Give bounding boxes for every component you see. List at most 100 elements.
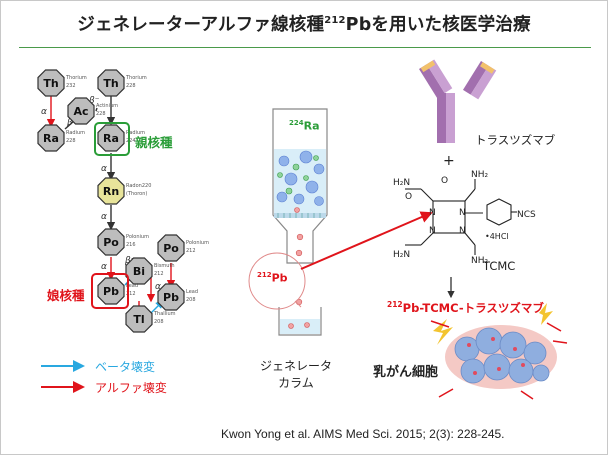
cancer-cells-illustration xyxy=(430,303,568,400)
nuclide-name: Thorium xyxy=(125,75,147,81)
pb-to-chelator-arrow xyxy=(300,211,433,270)
eluate-nuclide-symbol: Pb xyxy=(271,271,288,285)
svg-text:N: N xyxy=(459,208,466,218)
daughter-nuclide-label: 娘核種 xyxy=(47,288,85,303)
column-nuclide-label: 224Ra xyxy=(289,119,320,133)
parent-highlight xyxy=(94,122,130,156)
nuclide-th-0: Th Thorium 232 xyxy=(37,69,87,97)
nuclide-symbol: Bi xyxy=(133,265,145,278)
nuclide-pb-10: Pb Lead 208 xyxy=(157,283,198,311)
svg-text:N: N xyxy=(429,226,436,236)
svg-text:α: α xyxy=(101,164,107,174)
nuclide-mass: (Thoron) xyxy=(126,191,147,197)
nuclide-mass: 208 xyxy=(154,319,164,325)
nuclide-symbol: Ac xyxy=(73,105,88,118)
nuclide-name: Thallium xyxy=(153,311,176,317)
nuclide-tl-11: Tl Thallium 208 xyxy=(125,305,176,333)
chelator-name: TCMC xyxy=(483,259,516,273)
tcmc-structure xyxy=(405,179,517,255)
nuclide-name: Actinium xyxy=(96,103,118,109)
column-nuclide-mass: 224 xyxy=(289,119,304,127)
svg-text:NH₂: NH₂ xyxy=(471,256,489,266)
antibody-icon xyxy=(419,59,497,143)
generator-label-line1: ジェネレータ xyxy=(259,359,332,373)
nuclide-symbol: Ra xyxy=(43,132,59,145)
svg-text:NCS: NCS xyxy=(517,210,536,220)
nuclide-ra-3: Ra Radium 228 xyxy=(37,124,85,152)
parent-nuclide-label: 親核種 xyxy=(135,135,173,150)
svg-text:O: O xyxy=(441,176,448,186)
svg-text:β⁻: β⁻ xyxy=(66,118,78,128)
nuclide-mass: 212 xyxy=(126,291,136,297)
svg-text:α: α xyxy=(155,282,161,292)
slide-title: ジェネレーターアルファ線核種212Pbを用いた核医学治療 xyxy=(1,11,607,36)
nuclide-mass: 212 xyxy=(154,271,164,277)
nuclide-name: Bismuth xyxy=(154,263,175,269)
svg-text:β⁻: β⁻ xyxy=(88,96,100,106)
citation: Kwon Yong et al. AIMS Med Sci. 2015; 2(3… xyxy=(221,427,505,441)
legend-alpha-label: アルファ壊変 xyxy=(95,381,167,395)
svg-text:O: O xyxy=(405,192,412,202)
nuclide-mass: 216 xyxy=(126,242,136,248)
svg-text:α: α xyxy=(101,262,107,272)
title-divider xyxy=(19,47,591,48)
generator-label: ジェネレータ カラム xyxy=(256,357,336,391)
svg-text:NH₂: NH₂ xyxy=(471,170,489,180)
svg-text:α: α xyxy=(101,212,107,222)
nuclide-po-7: Po Polonium 212 xyxy=(157,234,209,262)
svg-text:α: α xyxy=(41,107,47,117)
nuclide-symbol: Th xyxy=(103,77,118,90)
nuclide-symbol: Pb xyxy=(103,285,119,298)
nuclide-name: Thorium xyxy=(65,75,87,81)
antibody-name: トラスツズマブ xyxy=(475,133,556,147)
daughter-highlight xyxy=(91,273,129,309)
eluate-nuclide-label: 212Pb xyxy=(257,271,288,285)
svg-text:H₂N: H₂N xyxy=(393,178,410,188)
nuclide-mass: 228 xyxy=(96,111,106,117)
nuclide-name: Radium xyxy=(126,130,145,136)
nuclide-symbol: Ra xyxy=(103,132,119,145)
title-part-2: Pbを用いた核医学治療 xyxy=(345,15,531,35)
legend-beta-label: ベータ壊変 xyxy=(95,360,156,374)
nuclide-name: Radium xyxy=(66,130,85,136)
nuclide-mass: 212 xyxy=(186,248,196,254)
nuclide-ac-2: Ac Actinium 228 xyxy=(67,97,118,125)
nuclide-mass: 228 xyxy=(126,83,136,89)
nuclide-ra-4: Ra Radium 224 xyxy=(97,124,145,152)
nuclide-mass: 232 xyxy=(66,83,76,89)
nuclide-mass: 224 xyxy=(126,138,136,144)
generator-column xyxy=(248,108,328,336)
nuclide-name: Lead xyxy=(126,283,138,289)
svg-text:N: N xyxy=(459,226,466,236)
svg-text:N: N xyxy=(429,208,436,218)
nuclide-rn-5: Rn Radon220 (Thoron) xyxy=(97,177,151,205)
nuclide-symbol: Th xyxy=(43,77,58,90)
nuclide-name: Lead xyxy=(186,289,198,295)
title-part-1: ジェネレーターアルファ線核種 xyxy=(77,15,325,35)
nuclide-name: Radon220 xyxy=(126,183,151,189)
title-superscript: 212 xyxy=(324,15,346,27)
nuclide-bi-8: Bi Bismuth 212 xyxy=(125,257,175,285)
column-nuclide-symbol: Ra xyxy=(303,119,320,133)
nuclide-mass: 228 xyxy=(66,138,76,144)
nuclide-pb-9: Pb Lead 212 xyxy=(97,277,138,305)
nuclide-symbol: Po xyxy=(103,236,119,249)
generator-label-line2: カラム xyxy=(278,376,314,390)
nuclide-mass: 208 xyxy=(186,297,196,303)
svg-text:H₂N: H₂N xyxy=(393,250,410,260)
product-label: 212Pb-TCMC-トラスツズマブ xyxy=(387,300,544,316)
nuclide-symbol: Po xyxy=(163,242,179,255)
svg-text:•4HCl: •4HCl xyxy=(485,232,509,241)
nuclide-symbol: Pb xyxy=(163,291,179,304)
nuclide-name: Polonium xyxy=(186,240,209,246)
product-name: Pb-TCMC-トラスツズマブ xyxy=(402,301,544,315)
nuclide-symbol: Tl xyxy=(133,313,144,326)
nuclide-th-1: Th Thorium 228 xyxy=(97,69,147,97)
nuclide-symbol: Rn xyxy=(103,185,119,198)
cancer-cell-label: 乳がん細胞 xyxy=(373,365,439,380)
eluate-nuclide-mass: 212 xyxy=(257,271,272,279)
